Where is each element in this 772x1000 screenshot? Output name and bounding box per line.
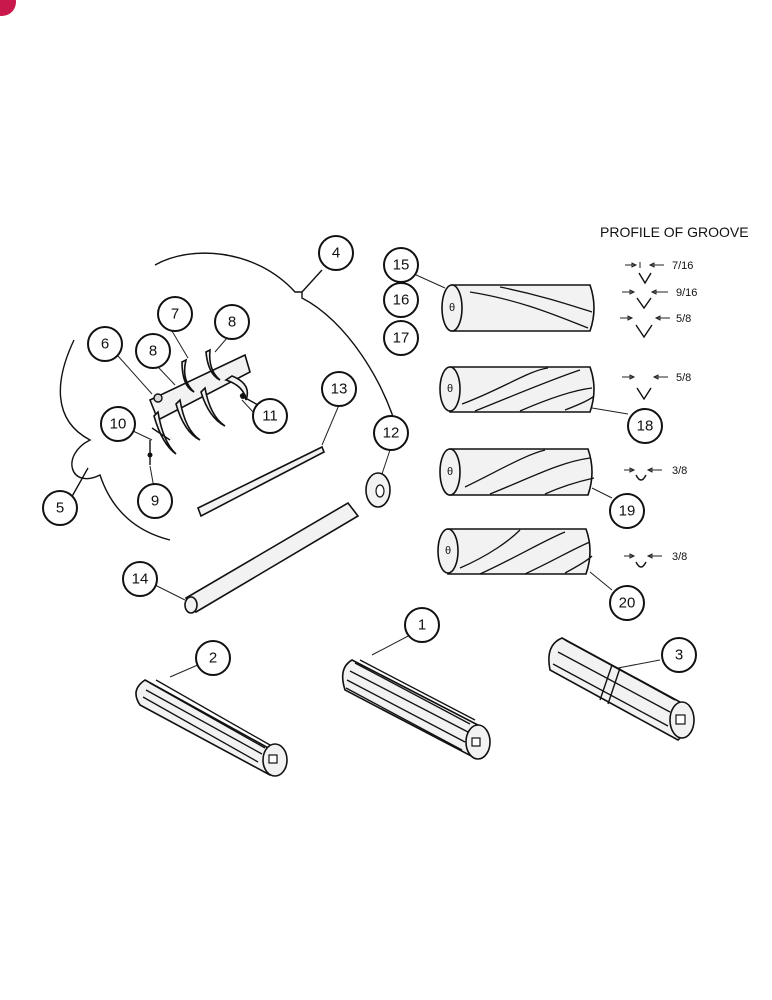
callout-2: 2 xyxy=(195,640,231,676)
svg-text:13: 13 xyxy=(331,381,348,398)
svg-text:15: 15 xyxy=(393,257,410,274)
callout-16: 16 xyxy=(383,282,419,318)
u-groove-shape xyxy=(635,561,647,568)
callout-19: 19 xyxy=(609,493,645,529)
callout-6: 6 xyxy=(87,326,123,362)
groove-profile-2: 9/16 xyxy=(622,287,697,299)
callout-15: 15 xyxy=(383,247,419,283)
groove-profile-6: 3/8 xyxy=(624,551,687,563)
callout-7: 7 xyxy=(157,296,193,332)
svg-text:1: 1 xyxy=(418,617,426,634)
svg-text:10: 10 xyxy=(110,416,127,433)
svg-text:20: 20 xyxy=(619,595,636,612)
groove-profile-1: 7/16 xyxy=(625,260,693,272)
callout-3: 3 xyxy=(661,637,697,673)
roller-20: θ xyxy=(437,528,593,575)
callout-11: 11 xyxy=(252,398,288,434)
measure-9-16: 9/16 xyxy=(676,287,697,299)
callout-10: 10 xyxy=(100,406,136,442)
callout-1: 1 xyxy=(404,607,440,643)
svg-text:6: 6 xyxy=(101,336,109,353)
measure-5-8: 5/8 xyxy=(676,372,691,384)
groove-profile-4: 5/8 xyxy=(622,372,691,384)
part-14-shaft xyxy=(184,501,360,614)
roller-19: θ xyxy=(439,448,595,496)
corner-badge xyxy=(0,0,16,16)
v-groove-shape xyxy=(636,297,652,310)
svg-text:14: 14 xyxy=(132,571,149,588)
callout-4: 4 xyxy=(318,235,354,271)
svg-text:2: 2 xyxy=(209,650,217,667)
roller-15: θ xyxy=(441,284,595,332)
roller-2 xyxy=(135,679,288,777)
callout-5: 5 xyxy=(42,490,78,526)
svg-text:8: 8 xyxy=(228,314,236,331)
callout-17: 17 xyxy=(383,320,419,356)
svg-text:θ: θ xyxy=(449,302,455,314)
callout-18: 18 xyxy=(627,408,663,444)
roller-18: θ xyxy=(439,366,595,413)
svg-text:9: 9 xyxy=(151,493,159,510)
u-groove-shape xyxy=(635,474,647,481)
svg-text:18: 18 xyxy=(637,418,654,435)
callout-8: 8 xyxy=(135,333,171,369)
groove-profile-5: 3/8 xyxy=(624,465,687,477)
v-groove-shape xyxy=(635,324,653,339)
svg-text:8: 8 xyxy=(149,343,157,360)
profile-title: PROFILE OF GROOVE xyxy=(600,224,749,240)
v-groove-shape xyxy=(638,272,652,285)
measure-7-16: 7/16 xyxy=(672,260,693,272)
roller-1 xyxy=(341,659,491,760)
callout-9: 9 xyxy=(137,483,173,519)
svg-text:19: 19 xyxy=(619,503,636,520)
svg-text:θ: θ xyxy=(447,466,453,478)
svg-text:17: 17 xyxy=(393,330,410,347)
svg-text:16: 16 xyxy=(393,292,410,309)
groove-profile-3: 5/8 xyxy=(620,313,691,325)
measure-3-8: 3/8 xyxy=(672,551,687,563)
svg-text:3: 3 xyxy=(675,647,683,664)
groove-profiles: 7/16 9/16 5/8 5/8 3/8 xyxy=(620,260,697,568)
svg-text:θ: θ xyxy=(445,545,451,557)
assembly-outline xyxy=(59,252,401,541)
svg-text:4: 4 xyxy=(332,245,340,262)
measure-3-8: 3/8 xyxy=(672,465,687,477)
roller-3 xyxy=(548,637,695,741)
part-13-bar xyxy=(196,445,326,518)
measure-5-8: 5/8 xyxy=(676,313,691,325)
callout-20: 20 xyxy=(609,585,645,621)
callout-8: 8 xyxy=(214,304,250,340)
leader-lines xyxy=(117,273,661,678)
callout-14: 14 xyxy=(122,561,158,597)
svg-text:5: 5 xyxy=(56,500,64,517)
v-groove-shape xyxy=(636,387,652,401)
svg-text:12: 12 xyxy=(383,425,400,442)
callout-12: 12 xyxy=(373,415,409,451)
svg-text:7: 7 xyxy=(171,306,179,323)
callout-13: 13 xyxy=(321,371,357,407)
svg-text:θ: θ xyxy=(447,383,453,395)
part-12-washer xyxy=(365,472,391,508)
spike-assembly xyxy=(147,348,259,465)
svg-text:11: 11 xyxy=(262,408,278,425)
